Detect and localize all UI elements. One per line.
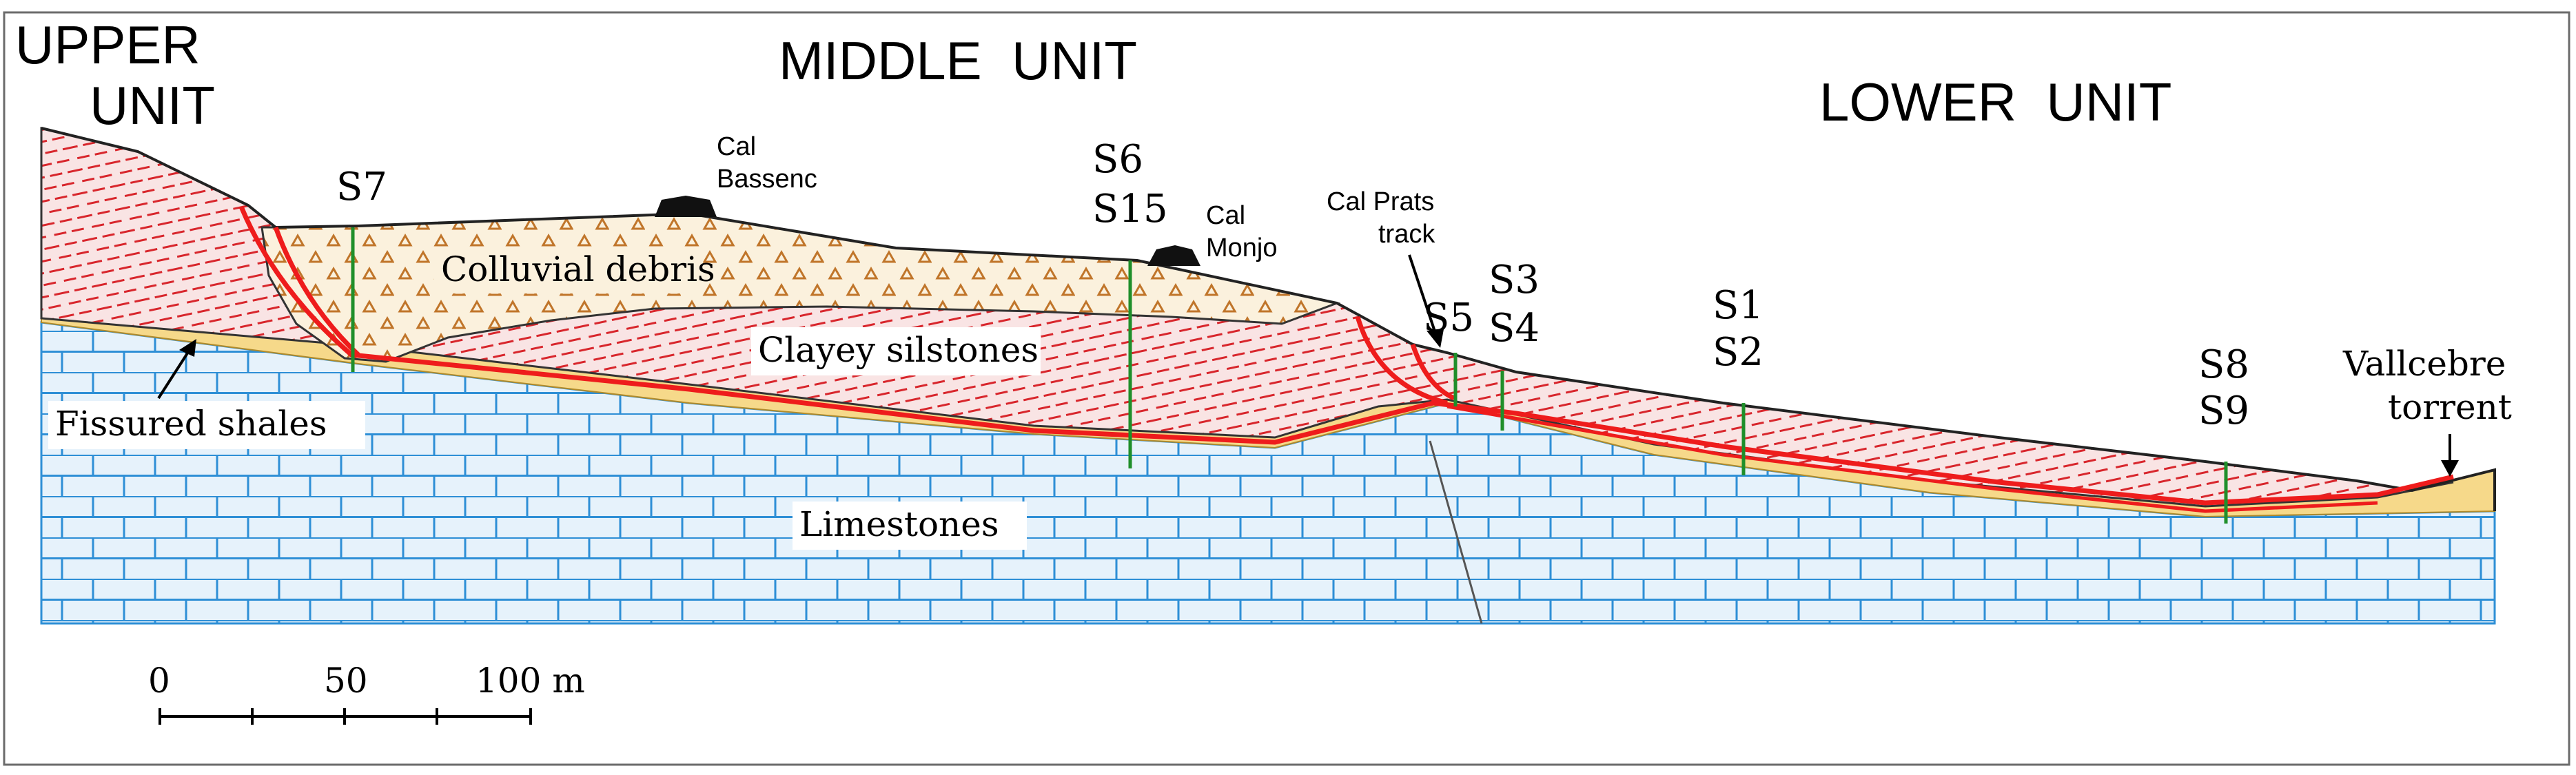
clayey-label-bg (751, 327, 1041, 375)
shales-arrow (157, 349, 191, 400)
cal-monjo-label-line1: Cal (1206, 201, 1245, 230)
torrent-arrow-head (2441, 460, 2459, 477)
vallcebre-torrent-label-line1: Vallcebre (2342, 344, 2506, 384)
borehole-s4-label: S4 (1489, 306, 1540, 351)
slip-surface-lower-parallel (1447, 404, 2378, 513)
limestones-label: Limestones (799, 504, 999, 544)
cal-prats-track-label-line2: track (1378, 220, 1435, 249)
slip-surface-upper (273, 226, 360, 357)
lower-unit-label: LOWER UNIT (1819, 72, 2171, 132)
borehole-s3-label: S3 (1489, 258, 1540, 302)
scale-bar (159, 708, 532, 725)
borehole-s1-label: S1 (1713, 283, 1764, 328)
borehole-s7-label: S7 (336, 165, 387, 209)
building-cal-monjo-icon (1147, 245, 1200, 266)
fault-line (1429, 440, 1483, 624)
slip-surface-track-scarp (1410, 343, 1455, 401)
cal-bassenc-label-line1: Cal (717, 132, 756, 161)
colluvial-debris-label: Colluvial debris (441, 249, 715, 289)
borehole-s8-label: S8 (2198, 342, 2249, 387)
shales-label-bg (48, 401, 365, 449)
middle-unit-label: MIDDLE UNIT (779, 30, 1137, 91)
clayey-silstones-label: Clayey silstones (758, 330, 1039, 370)
track-arrow (1408, 254, 1438, 338)
colluvial-label-bg (434, 247, 703, 293)
limestones-label-bg (793, 502, 1027, 550)
scale-tick-100m: 100 m (476, 661, 585, 701)
borehole-s2-label: S2 (1713, 330, 1764, 375)
borehole-s6-label: S6 (1092, 137, 1143, 182)
borehole-s5-label: S5 (1423, 296, 1474, 340)
cal-prats-track-label-line1: Cal Prats (1327, 187, 1434, 216)
track-arrow-head (1427, 329, 1444, 348)
cal-monjo-label-line2: Monjo (1206, 234, 1278, 262)
borehole-s15-label: S15 (1092, 187, 1168, 231)
upper-unit-label-line2: UNIT (90, 75, 215, 136)
shales-arrow-head (179, 339, 196, 357)
upper-unit-label-line1: UPPER (15, 14, 201, 75)
vallcebre-torrent-label-line2: torrent (2388, 387, 2512, 427)
scale-tick-0: 0 (148, 661, 170, 701)
cal-bassenc-label-line2: Bassenc (717, 165, 817, 194)
fissured-shales-label: Fissured shales (55, 404, 327, 444)
slip-surface-basal (238, 205, 2454, 506)
building-cal-bassenc-icon (655, 196, 717, 217)
borehole-s9-label: S9 (2198, 389, 2249, 433)
slip-surface-middle-scarp (1355, 316, 1448, 406)
scale-tick-50: 50 (324, 661, 368, 701)
